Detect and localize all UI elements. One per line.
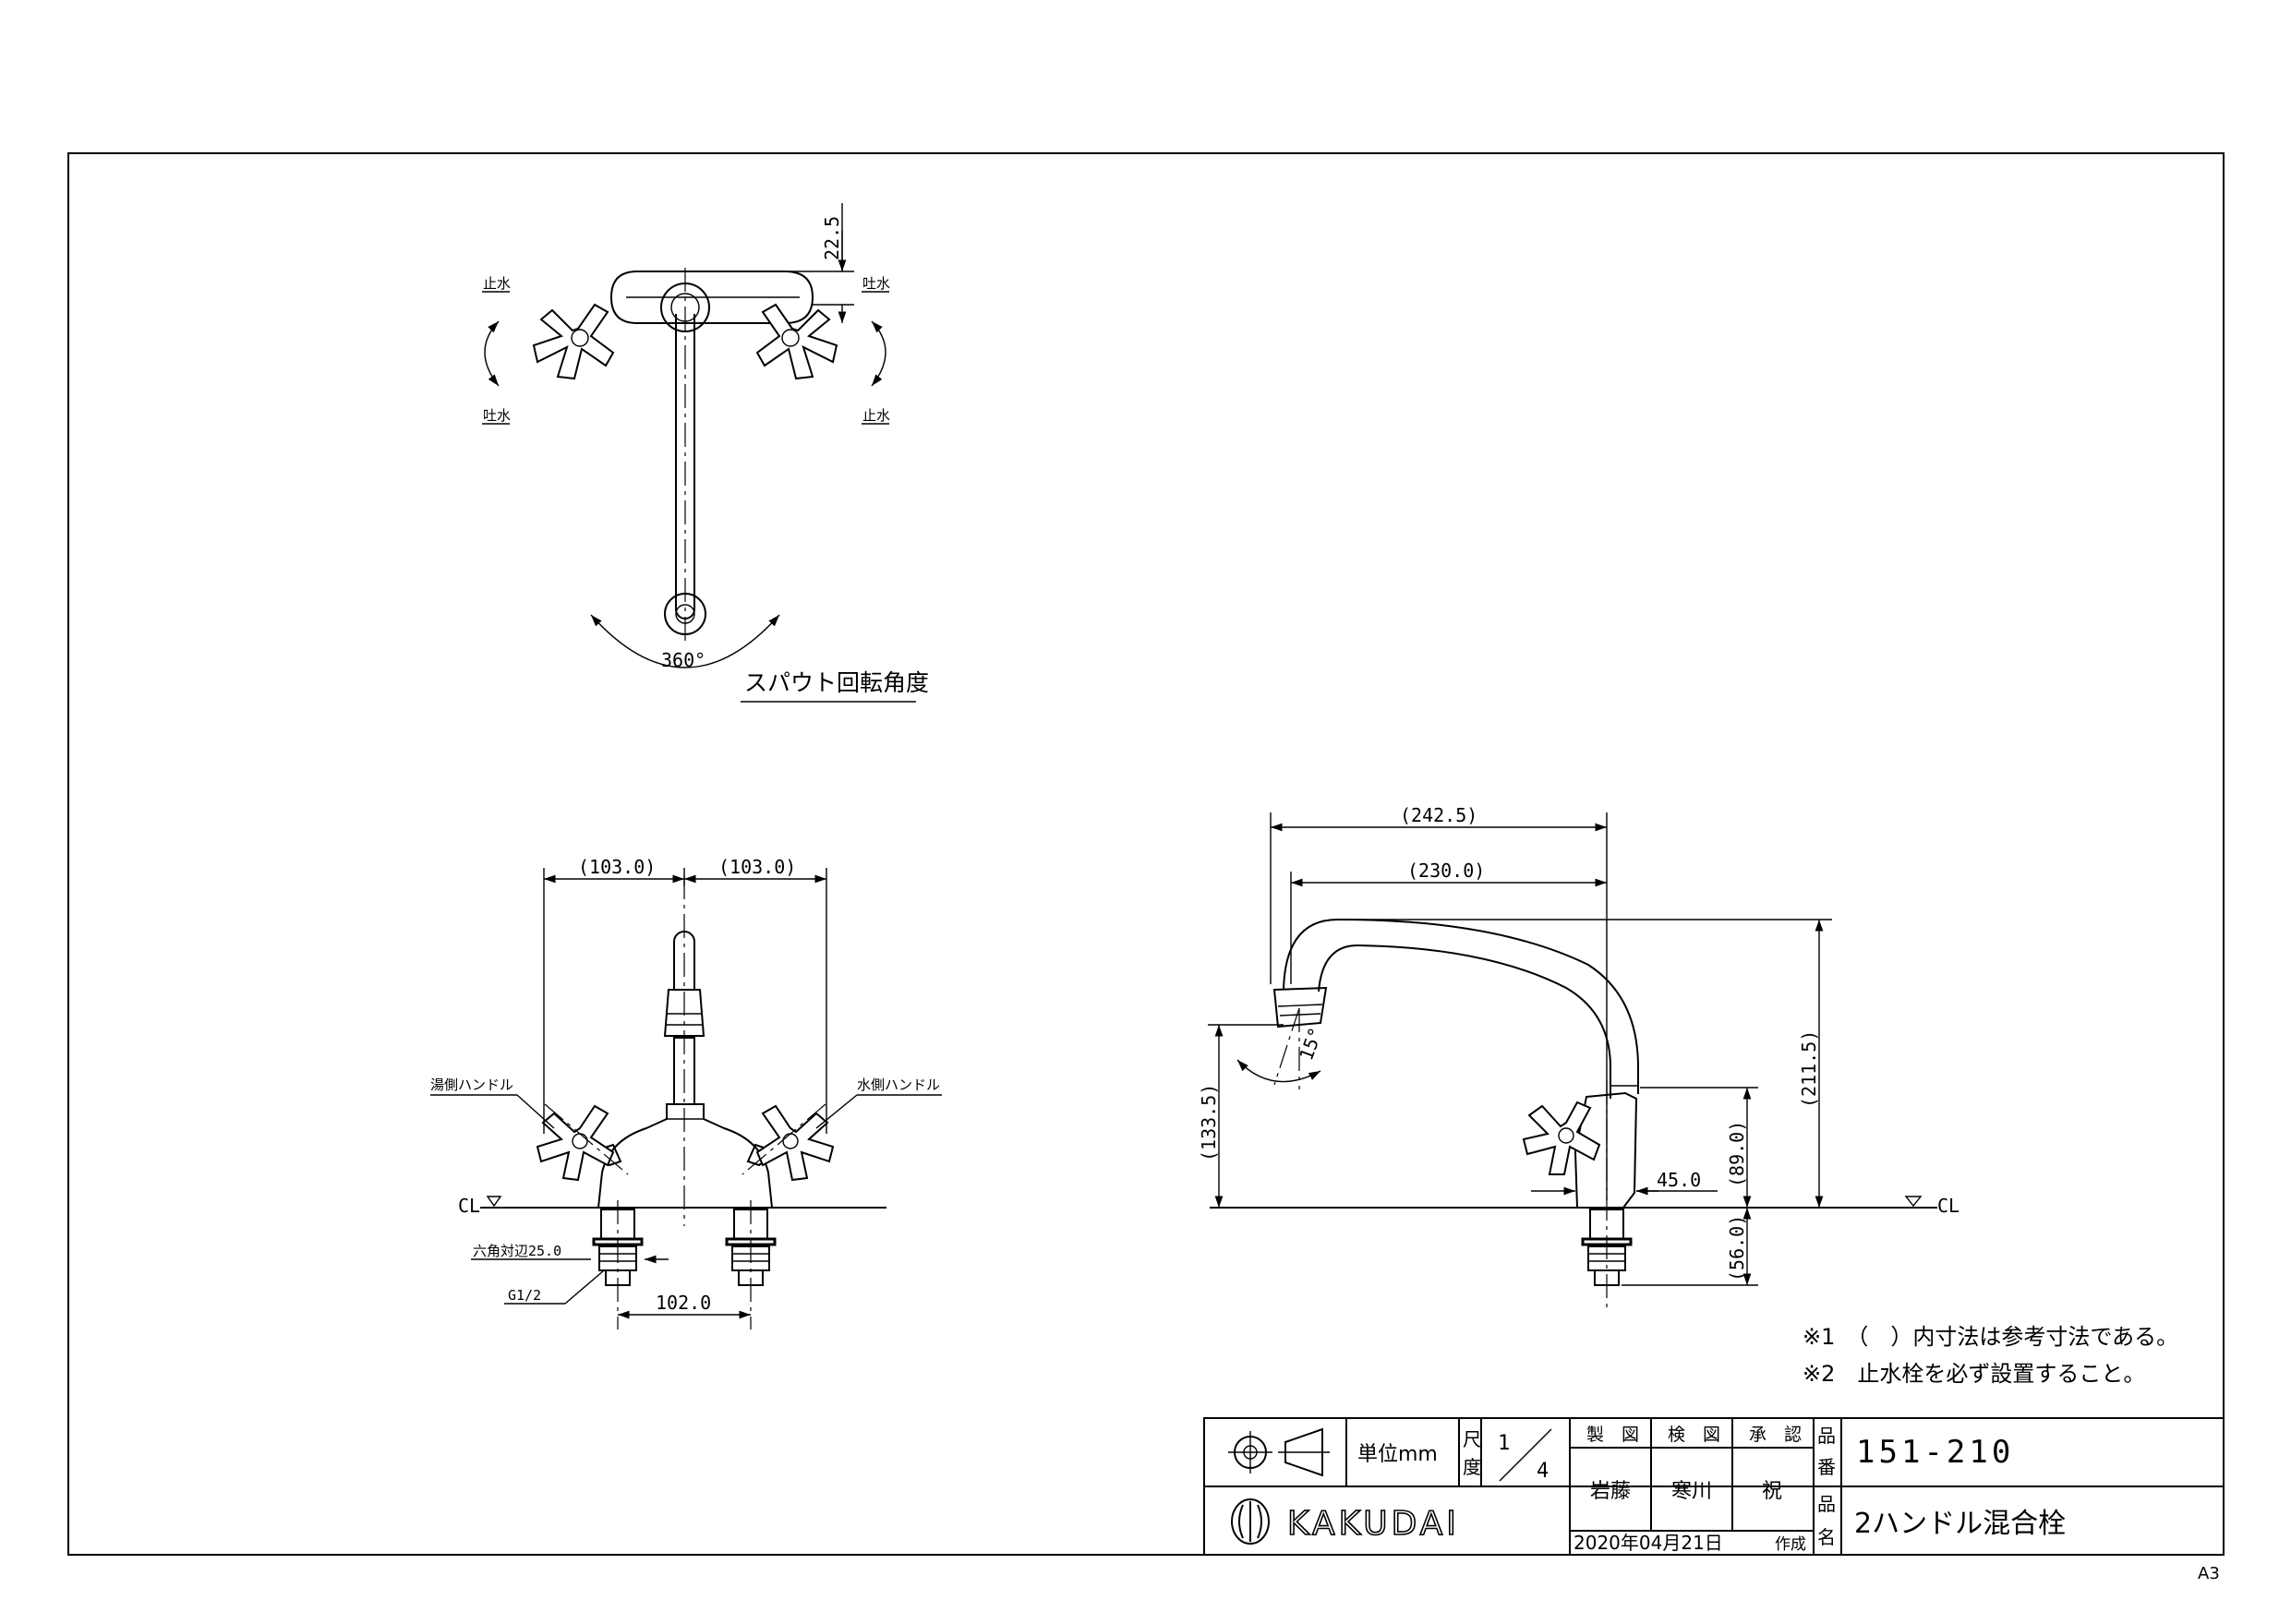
top-left-lower-label: 吐水 bbox=[483, 407, 511, 424]
created-label: 作成 bbox=[1775, 1535, 1806, 1554]
top-right-lower-label: 止水 bbox=[862, 407, 890, 424]
drawing-border bbox=[67, 152, 2225, 1556]
top-left-handle bbox=[532, 303, 615, 380]
checked-label: 検 図 bbox=[1668, 1425, 1720, 1445]
approved-label: 承 認 bbox=[1749, 1425, 1802, 1445]
side-dim-230: (230.0) bbox=[1407, 860, 1485, 882]
side-body bbox=[1574, 1091, 1638, 1209]
side-dim-45: 45.0 bbox=[1657, 1169, 1701, 1191]
drawn-by: 岩藤 bbox=[1590, 1480, 1631, 1503]
scale-numerator: 1 bbox=[1498, 1432, 1510, 1455]
top-right-upper-label: 吐水 bbox=[862, 275, 890, 292]
side-handle bbox=[1522, 1101, 1601, 1175]
front-body bbox=[597, 1103, 773, 1209]
hot-handle-label: 湯側ハンドル bbox=[430, 1077, 513, 1093]
front-hot-handle bbox=[536, 1104, 615, 1182]
notes: ※1 （ ）内寸法は参考寸法である。 ※2 止水栓を必ず設置すること。 bbox=[1803, 1324, 2178, 1387]
note-1: ※1 （ ）内寸法は参考寸法である。 bbox=[1803, 1324, 2178, 1350]
spout-rotation-arrow bbox=[590, 614, 780, 668]
front-view: CL bbox=[430, 856, 942, 1329]
scale-label-1: 尺 bbox=[1463, 1428, 1481, 1450]
hex-size-label: 六角対辺25.0 bbox=[473, 1243, 561, 1259]
part-no-label-2: 番 bbox=[1817, 1456, 1836, 1478]
unit-label: 単位mm bbox=[1357, 1443, 1438, 1466]
side-spout-outer bbox=[1283, 918, 1639, 1094]
front-cl-label: CL bbox=[458, 1195, 480, 1217]
part-no-label-1: 品 bbox=[1817, 1425, 1836, 1447]
sheet-size: A3 bbox=[2198, 1564, 2220, 1583]
note-2: ※2 止水栓を必ず設置すること。 bbox=[1803, 1361, 2145, 1387]
front-aerator bbox=[663, 989, 705, 1037]
top-dim-22-5: 22.5 bbox=[821, 216, 843, 260]
approved-by: 祝 bbox=[1762, 1480, 1782, 1503]
scale-denominator: 4 bbox=[1537, 1460, 1549, 1483]
top-view: 22.5 止水 吐水 吐水 止水 360° スパウト回転角度 bbox=[482, 203, 929, 703]
side-spout-inner bbox=[1318, 944, 1611, 1099]
top-left-upper-label: 止水 bbox=[483, 275, 511, 292]
rotation-caption: スパウト回転角度 bbox=[744, 669, 929, 696]
front-dim-left: (103.0) bbox=[578, 856, 656, 878]
front-cold-handle bbox=[755, 1104, 835, 1182]
part-name-label-2: 名 bbox=[1817, 1526, 1836, 1548]
kakudai-logo: KAKUDAI bbox=[1231, 1498, 1460, 1545]
top-left-rotation-arrow bbox=[484, 320, 500, 387]
top-right-rotation-arrow bbox=[871, 320, 886, 387]
rotation-angle: 360° bbox=[661, 649, 705, 671]
part-name-label-1: 品 bbox=[1817, 1493, 1836, 1515]
checked-by: 寒川 bbox=[1671, 1480, 1712, 1503]
side-view: CL 15° (242.5) bbox=[1198, 804, 1959, 1311]
side-dim-133-5: (133.5) bbox=[1198, 1084, 1220, 1161]
thread-label: G1/2 bbox=[508, 1287, 541, 1304]
projection-symbol-icon bbox=[1228, 1427, 1330, 1477]
logo-text: KAKUDAI bbox=[1287, 1505, 1460, 1543]
cold-handle-label: 水側ハンドル bbox=[857, 1077, 940, 1093]
title-block: 単位mm 尺 度 1 4 製 図 検 図 承 認 岩藤 寒川 祝 品 番 151… bbox=[1203, 1417, 2225, 1556]
side-dim-242-5: (242.5) bbox=[1400, 804, 1477, 826]
side-dim-89: (89.0) bbox=[1726, 1121, 1748, 1187]
front-dim-right: (103.0) bbox=[718, 856, 796, 878]
side-dim-56: (56.0) bbox=[1726, 1215, 1748, 1281]
side-cl-label: CL bbox=[1937, 1195, 1959, 1217]
part-number: 151-210 bbox=[1856, 1434, 2014, 1471]
side-dim-211-5: (211.5) bbox=[1798, 1030, 1820, 1108]
top-right-handle bbox=[755, 303, 838, 380]
top-spout-tip bbox=[664, 593, 706, 635]
part-name: 2ハンドル混合栓 bbox=[1854, 1508, 2066, 1540]
drawn-label: 製 図 bbox=[1586, 1425, 1639, 1445]
creation-date: 2020年04月21日 bbox=[1574, 1532, 1723, 1554]
scale-label-2: 度 bbox=[1463, 1456, 1481, 1478]
side-aerator bbox=[1272, 986, 1328, 1029]
front-dim-pitch: 102.0 bbox=[656, 1292, 711, 1314]
